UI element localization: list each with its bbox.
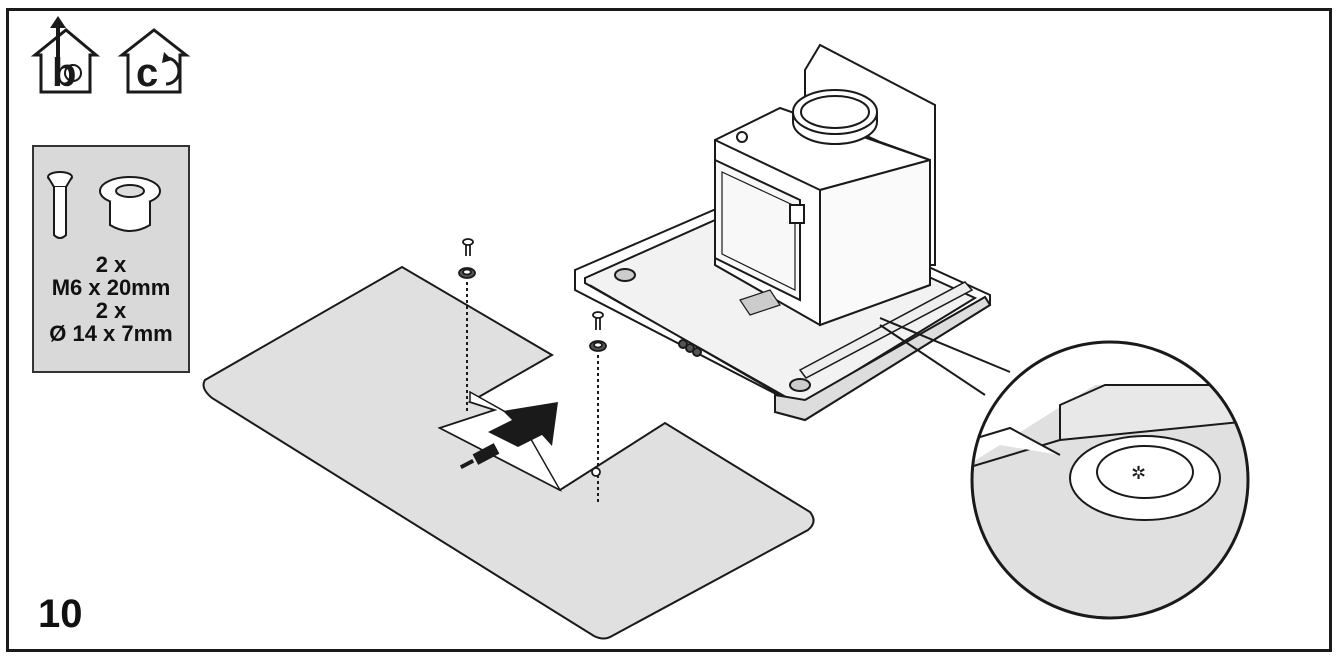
parts-illustration	[47, 171, 161, 239]
step-number: 10	[38, 592, 83, 636]
detail-magnifier: ✲	[970, 340, 1250, 620]
screw-icon	[47, 171, 73, 239]
screw-right	[589, 311, 607, 505]
parts-specification: 2 x M6 x 20mm 2 x Ø 14 x 7mm	[34, 253, 188, 345]
ceiling-panel	[202, 265, 815, 640]
supplied-parts-box: 2 x M6 x 20mm 2 x Ø 14 x 7mm	[32, 145, 190, 373]
spacer-quantity: 2 x	[95, 298, 127, 323]
direction-arrow	[488, 402, 558, 447]
screw-left	[458, 238, 476, 412]
hood-unit	[574, 43, 992, 422]
svg-text:✲: ✲	[1131, 463, 1146, 483]
screw-size: M6 x 20mm	[51, 275, 171, 300]
detail-leader-lines	[879, 317, 1011, 396]
spacer-icon	[99, 176, 161, 232]
screw-quantity: 2 x	[95, 252, 127, 277]
svg-text:c: c	[136, 51, 158, 95]
ducted-mode-icon: b	[30, 16, 101, 95]
spacer-size: Ø 14 x 7mm	[49, 321, 173, 346]
recirculation-mode-icon: c	[117, 28, 191, 95]
